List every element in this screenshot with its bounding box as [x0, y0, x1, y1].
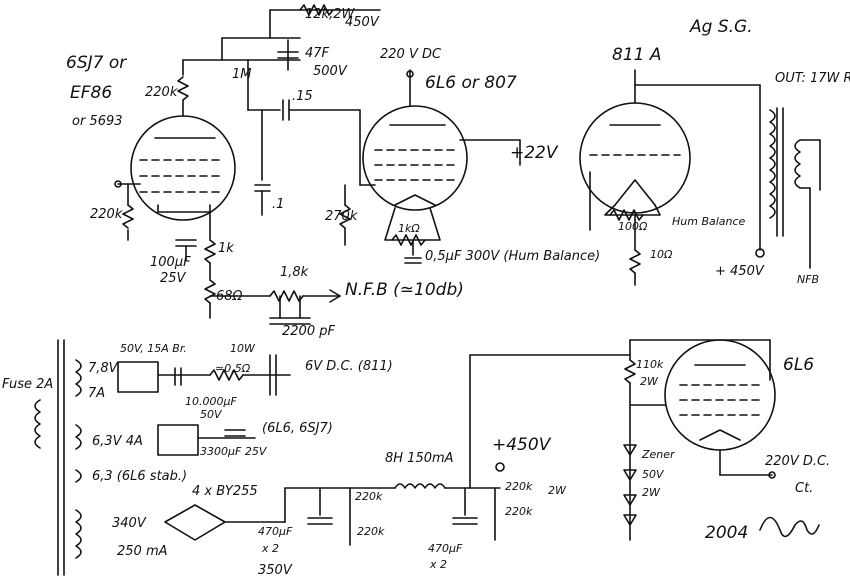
fuse-label: Fuse 2A: [2, 377, 53, 392]
driver-tube-label: 6L6 or 807: [425, 73, 517, 93]
hum-cap-label: 0,5µF 300V (Hum Balance): [425, 249, 600, 264]
zener-w-label: 2W: [642, 486, 661, 499]
psu-rail-heater: [157, 424, 256, 456]
r-220k-d-label: 220k: [505, 505, 533, 518]
c-cathode-label: 100µF: [150, 255, 191, 270]
r-plate-label: 220k: [145, 85, 178, 100]
out-6l6-label: (6L6, 6SJ7): [262, 421, 333, 436]
w4-a-label: 250 mA: [117, 544, 168, 559]
nfb-label: N.F.B (≃10db): [345, 280, 464, 300]
input-tube: [130, 115, 236, 221]
c-470a-label: 470µF: [258, 525, 293, 538]
input-tube-label-3: or 5693: [72, 114, 123, 129]
c-coupling-label: .15: [292, 89, 313, 104]
c-nfb-label: 2200 pF: [282, 324, 335, 339]
input-wiring: [114, 4, 381, 325]
w1-a-label: 7A: [88, 386, 105, 401]
r-top-label: 12k,2W: [305, 7, 355, 22]
r-110k-w-label: 2W: [640, 375, 659, 388]
w3-label: 6,3 (6L6 stab.): [92, 469, 187, 484]
c-470b-m-label: x 2: [429, 558, 447, 571]
nfb-tap-label: NFB: [797, 273, 819, 286]
c-470b-label: 470µF: [428, 542, 463, 555]
r-nfb-label: 1,8k: [280, 265, 309, 280]
r-2w-label: 2W: [548, 484, 567, 497]
r-220k-b-label: 220k: [357, 525, 385, 538]
r-1m-label: 1M: [232, 67, 252, 82]
r-68-label: 68Ω: [216, 289, 243, 304]
r-05-label: ≃0,5Ω: [215, 362, 251, 375]
r-220k-c-label: 220k: [505, 480, 533, 493]
c-top-v-label: 500V: [313, 64, 348, 79]
bias-label: +22V: [510, 143, 559, 163]
r-220k-a-label: 220k: [355, 490, 383, 503]
reg-out-label: 220V D.C.: [765, 454, 830, 469]
zener-v-label: 50V: [642, 468, 665, 481]
choke-label: 8H 150mA: [385, 451, 454, 466]
author-tag: Ag S.G.: [689, 17, 753, 37]
input-tube-label-1: 6SJ7 or: [66, 53, 127, 73]
psu-transformer: [34, 339, 82, 576]
driver-b-plus-label: 220 V DC: [380, 47, 442, 62]
out-hum-label: Hum Balance: [672, 215, 746, 228]
zener-label: Zener: [641, 448, 676, 461]
signature-year: 2004: [705, 523, 748, 543]
v-top-label: 450V: [345, 15, 380, 30]
regulator-tube-label: 6L6: [783, 355, 814, 375]
bridge1-label: 50V, 15A Br.: [120, 342, 187, 355]
driver-grid-r-label: 270k: [325, 209, 358, 224]
out-power-label: OUT: 17W RMS: [775, 71, 850, 86]
w4-v-label: 340V: [112, 516, 147, 531]
w2-label: 6,3V 4A: [92, 434, 143, 449]
out-811-label: 6V D.C. (811): [305, 359, 393, 374]
c-top-label: 47F: [305, 46, 330, 61]
r-cathode-label: 1k: [218, 241, 234, 256]
hv-out-label: +450V: [492, 435, 552, 455]
c-screen-label: .1: [272, 197, 284, 212]
signature-mark: [759, 516, 820, 538]
input-tube-label-2: EF86: [70, 83, 112, 103]
r-grid-label: 220k: [90, 207, 123, 222]
diodes-label: 4 x BY255: [192, 484, 258, 499]
c-10000-label: 10.000µF: [185, 395, 237, 408]
c-cathode-v-label: 25V: [160, 271, 187, 286]
r-10w-label: 10W: [230, 342, 256, 355]
c-470a-m-label: x 2: [261, 542, 279, 555]
c-3300-label: 3300µF 25V: [200, 445, 268, 458]
out-r10-label: 10Ω: [650, 248, 673, 261]
w1-v-label: 7,8V: [88, 361, 119, 376]
psu-rail-811: [117, 354, 291, 396]
output-transformer: [755, 107, 821, 269]
psu-rail-hv: [164, 354, 631, 546]
c-10000-v-label: 50V: [200, 408, 223, 421]
driver-tube: [339, 69, 521, 264]
out-b-plus-label: + 450V: [715, 264, 765, 279]
output-tube: [579, 69, 761, 286]
regulator-tube: [623, 339, 776, 541]
out-pot-label: 100Ω: [618, 220, 648, 233]
c-470a-v-label: 350V: [258, 563, 293, 578]
output-tube-label: 811 A: [612, 45, 661, 65]
reg-ct-label: Ct.: [795, 481, 813, 496]
r-110k-label: 110k: [636, 358, 664, 371]
hum-pot-label: 1kΩ: [398, 222, 420, 235]
